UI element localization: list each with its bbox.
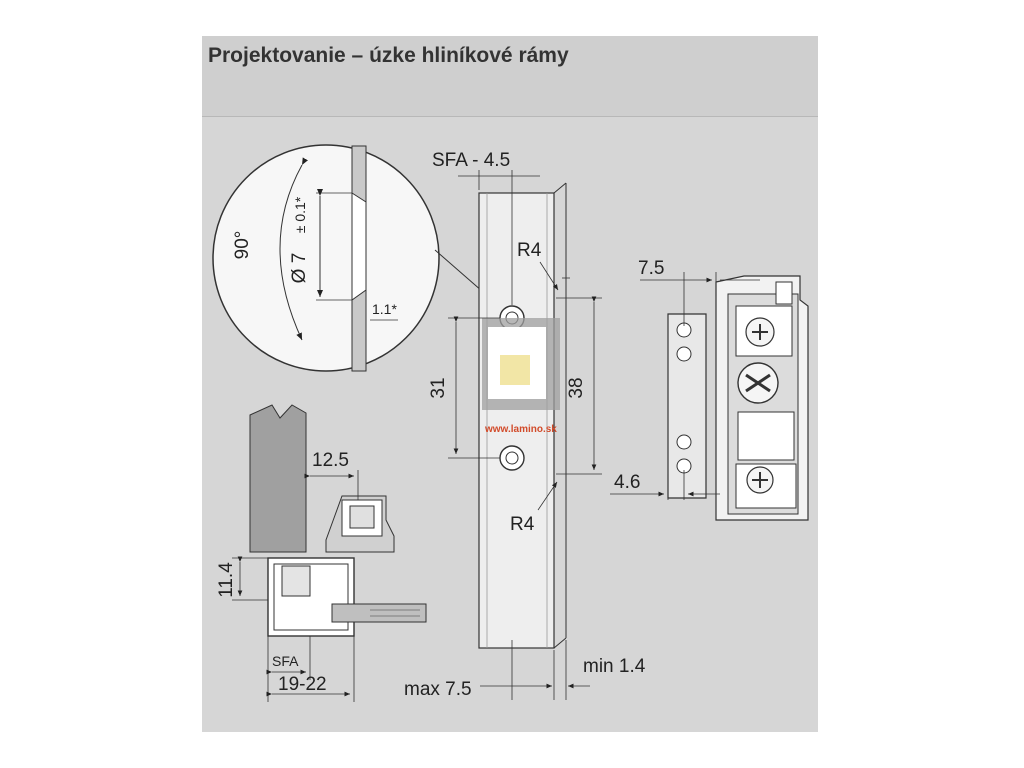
dim-7-5-right: 7.5: [638, 258, 760, 326]
d19-22-label: 19-22: [278, 674, 327, 695]
tolerance-label: ± 0.1*: [292, 196, 308, 233]
d38-label: 38: [566, 377, 587, 398]
d4-6-label: 4.6: [614, 472, 640, 493]
page-title: Projektovanie – úzke hliníkové rámy: [208, 44, 569, 67]
watermark-text: www.lamino.sk: [484, 424, 557, 435]
cross-section: [249, 404, 427, 637]
hole-bottom: [499, 445, 525, 471]
dim-31: 31: [428, 316, 500, 459]
min-1-4-label: min 1.4: [583, 656, 646, 677]
header-bar: [202, 36, 818, 117]
dim-12-5: 12.5: [304, 450, 359, 500]
diameter-7-label: Ø 7: [289, 253, 310, 284]
d11-4-label: 11.4: [216, 562, 237, 598]
central-profile: [478, 182, 567, 649]
max-7-5-label: max 7.5: [404, 679, 472, 700]
dim-1-1-label: 1.1*: [372, 301, 397, 317]
detail-circle: 90° Ø 7 ± 0.1* 1.1*: [212, 144, 440, 372]
dim-38: 38: [556, 270, 602, 500]
d31-label: 31: [428, 377, 449, 398]
dim-bottom: max 7.5 min 1.4: [404, 640, 646, 700]
angle-90-label: 90°: [232, 231, 253, 260]
d7-5-right-label: 7.5: [638, 258, 664, 279]
r4-top-label: R4: [517, 240, 542, 261]
hinge-part: [667, 275, 809, 521]
dim-sfa-minus: SFA - 4.5: [432, 150, 540, 305]
dim-11-4: 11.4: [216, 556, 268, 601]
dim-sfa-19-22: SFA 19-22: [266, 636, 355, 702]
d12-5-label: 12.5: [312, 450, 349, 471]
watermark-logo: www.lamino.sk: [482, 318, 560, 435]
sfa-label: SFA: [272, 653, 299, 669]
r4-bottom-label: R4: [510, 514, 535, 535]
sfa-minus-label: SFA - 4.5: [432, 150, 510, 171]
dim-4-6: 4.6: [610, 470, 720, 500]
